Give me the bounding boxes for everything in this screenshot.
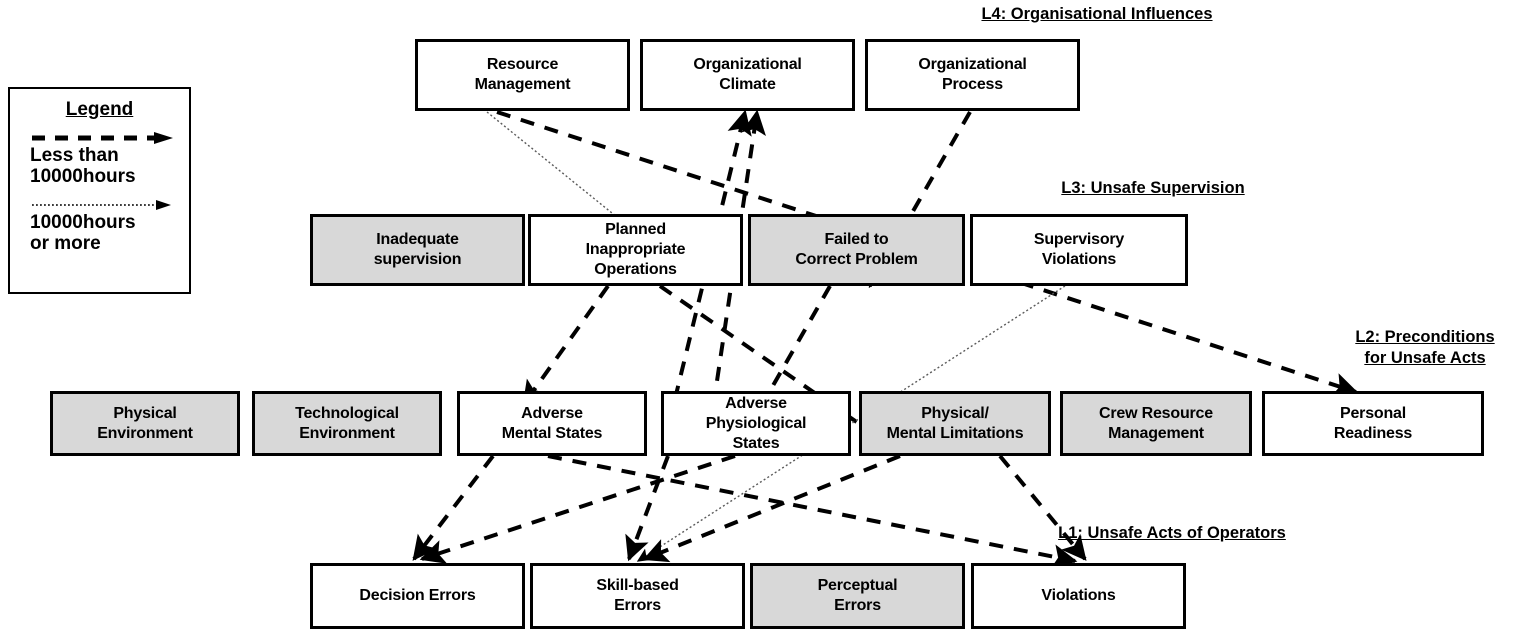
node-label: Violations	[1041, 587, 1116, 604]
level-title-l1: L1: Unsafe Acts of Operators	[1058, 524, 1286, 542]
edge-planned-inappropriate-operations-to-adverse-mental-states	[522, 284, 610, 406]
node-label: Crew Resource Management	[1099, 404, 1213, 442]
node-physical-environment[interactable]: Physical Environment	[50, 391, 240, 456]
node-label: Planned Inappropriate Operations	[585, 221, 686, 278]
node-resource-management[interactable]: Resource Management	[415, 39, 630, 111]
edge-supervisory-violations-to-skill-based-errors	[636, 285, 1066, 562]
legend-label-thin: 10000hours or more	[30, 211, 136, 254]
legend-panel: Legend Less than 10000hours 10000hours o…	[8, 87, 191, 294]
legend-title: Legend	[65, 99, 134, 120]
level-title-l4: L4: Organisational Influences	[981, 5, 1213, 23]
edge-adverse-mental-states-to-decision-errors	[412, 454, 495, 561]
node-skill-based-errors[interactable]: Skill-based Errors	[530, 563, 745, 629]
legend-entry-thin: 10000hours or more	[10, 198, 189, 255]
node-inadequate-supervision[interactable]: Inadequate supervision	[310, 214, 525, 286]
node-decision-errors[interactable]: Decision Errors	[310, 563, 525, 629]
node-violations[interactable]: Violations	[971, 563, 1186, 629]
node-label: Perceptual Errors	[817, 577, 898, 614]
node-planned-inappropriate-operations[interactable]: Planned Inappropriate Operations	[528, 214, 743, 286]
edge-physical-mental-limitations-to-skill-based-errors	[642, 454, 901, 563]
node-crew-resource-management[interactable]: Crew Resource Management	[1060, 391, 1252, 456]
node-label: Resource Management	[474, 56, 571, 93]
node-label: Failed to Correct Problem	[795, 231, 918, 268]
edge-adverse-mental-states-to-violations	[547, 454, 1078, 569]
edge-physical-mental-limitations-to-violations	[998, 454, 1087, 561]
node-label: Organizational Process	[918, 56, 1027, 93]
node-label: Decision Errors	[359, 587, 476, 604]
node-adverse-physiological-states[interactable]: Adverse Physiological States	[661, 391, 851, 456]
level-title-l2: L2: Preconditions for Unsafe Acts	[1355, 328, 1495, 368]
node-organizational-climate[interactable]: Organizational Climate	[640, 39, 855, 111]
node-technological-environment[interactable]: Technological Environment	[252, 391, 442, 456]
edge-adverse-physiological-states-to-skill-based-errors	[625, 455, 670, 562]
thick-dashed-arrow-icon	[20, 131, 189, 145]
node-supervisory-violations[interactable]: Supervisory Violations	[970, 214, 1188, 286]
node-label: Inadequate supervision	[373, 231, 462, 268]
node-organizational-process[interactable]: Organizational Process	[865, 39, 1080, 111]
edge-resource-management-to-planned-inappropriate-operations	[486, 111, 635, 231]
node-label: Technological Environment	[295, 404, 399, 442]
node-label: Physical/ Mental Limitations	[886, 404, 1024, 442]
edge-adverse-physiological-states-to-decision-errors	[419, 454, 736, 564]
node-perceptual-errors[interactable]: Perceptual Errors	[750, 563, 965, 629]
node-label: Personal Readiness	[1333, 404, 1413, 442]
node-physical-mental-limitations[interactable]: Physical/ Mental Limitations	[859, 391, 1051, 456]
node-label: Organizational Climate	[693, 56, 802, 93]
legend-entry-thick: Less than 10000hours	[10, 131, 189, 188]
node-label: Adverse Mental States	[501, 404, 603, 442]
edge-organizational-process-to-failed-to-correct-problem	[868, 111, 972, 289]
node-label: Adverse Physiological States	[705, 394, 807, 452]
node-personal-readiness[interactable]: Personal Readiness	[1262, 391, 1484, 456]
node-adverse-mental-states[interactable]: Adverse Mental States	[457, 391, 647, 456]
legend-label-thick: Less than 10000hours	[30, 145, 136, 188]
node-failed-to-correct-problem[interactable]: Failed to Correct Problem	[748, 214, 965, 286]
thin-dotted-arrow-icon	[20, 198, 189, 212]
node-label: Physical Environment	[97, 404, 193, 442]
node-label: Supervisory Violations	[1033, 231, 1125, 268]
node-label: Skill-based Errors	[596, 577, 679, 614]
level-title-l3: L3: Unsafe Supervision	[1061, 179, 1245, 197]
